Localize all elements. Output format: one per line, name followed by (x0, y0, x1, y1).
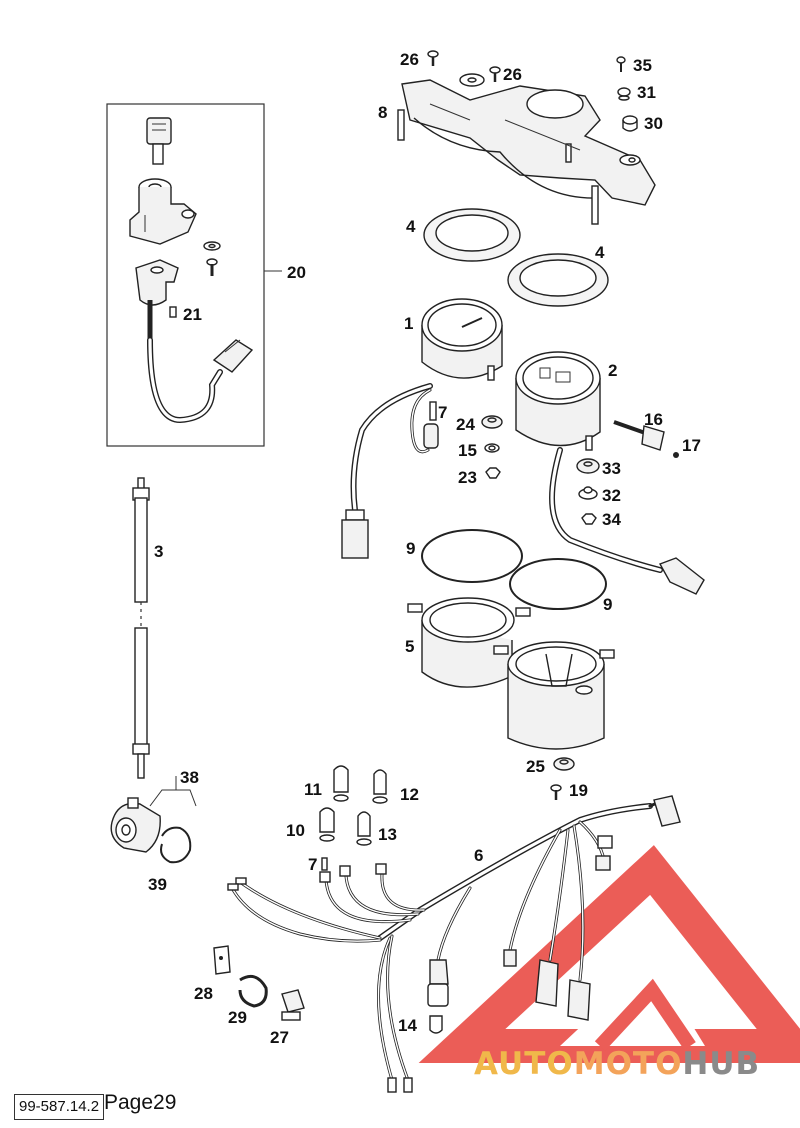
washer-screw-icon (203, 241, 221, 276)
relay-icon (281, 989, 305, 1021)
callout-30: 30 (644, 114, 663, 133)
callout-8: 8 (378, 103, 387, 122)
callout-1: 1 (404, 314, 413, 333)
bulb-socket-icon (423, 401, 439, 449)
connector-plug-icon (212, 339, 254, 373)
circlip-ring-icon (160, 826, 192, 864)
callout-26: 26 (400, 50, 419, 69)
callout-15: 15 (458, 441, 477, 460)
o-ring-icon (421, 529, 607, 610)
instrument-cover-icon (397, 73, 656, 225)
connector-plug-icon (658, 557, 705, 595)
connector-plug-icon (227, 795, 681, 1093)
watermark-logo-icon (418, 845, 800, 1063)
grommet-screw-icon (550, 757, 575, 800)
page-label: Page29 (104, 1091, 177, 1114)
callout-4: 4 (406, 217, 416, 236)
callout-6: 6 (474, 846, 483, 865)
callout-5: 5 (405, 637, 414, 656)
callout-10: 10 (286, 821, 305, 840)
callout-17: 17 (682, 436, 701, 455)
callout-3: 3 (154, 542, 163, 561)
callout-26-second: 26 (503, 65, 522, 84)
callout-14: 14 (398, 1016, 417, 1035)
bracket-icon (213, 945, 231, 975)
rubber-grommet-icon (481, 415, 503, 479)
bulb-socket-icon (427, 959, 449, 1034)
callout-29: 29 (228, 1008, 247, 1027)
watermark-part-moto: MOTO (573, 1046, 683, 1082)
callout-27: 27 (270, 1028, 289, 1047)
screw-icon (427, 50, 501, 82)
callout-9: 9 (406, 539, 415, 558)
callout-9-second: 9 (603, 595, 612, 614)
callout-28: 28 (194, 984, 213, 1003)
callout-11: 11 (304, 780, 322, 799)
cable-clip-icon (238, 974, 268, 1008)
callout-12: 12 (400, 785, 419, 804)
callout-7: 7 (438, 403, 447, 422)
callout-21: 21 (183, 305, 202, 324)
ignition-group-frame (106, 103, 265, 447)
callout-33: 33 (602, 459, 621, 478)
callout-39: 39 (148, 875, 167, 894)
tachometer-gauge-icon (515, 351, 601, 451)
callout-7-second: 7 (308, 855, 317, 874)
callout-20: 20 (287, 263, 306, 282)
callout-13: 13 (378, 825, 397, 844)
callout-24: 24 (456, 415, 475, 434)
callout-23: 23 (458, 468, 477, 487)
callout-4-second: 4 (595, 243, 605, 262)
speedo-cable-icon (132, 477, 150, 779)
ignition-switch-body-icon (135, 259, 179, 340)
watermark-wordmark: AUTOMOTOHUB (474, 1046, 760, 1082)
bulb-icon (319, 765, 388, 871)
callout-31: 31 (637, 83, 656, 102)
callout-25: 25 (526, 757, 545, 776)
callout-38: 38 (180, 768, 199, 787)
watermark-part-auto: AUTO (474, 1046, 574, 1082)
ignition-lock-icon (129, 178, 197, 245)
callout-2: 2 (608, 361, 617, 380)
callout-16: 16 (644, 410, 663, 429)
small-fastener-icon (616, 56, 638, 132)
callout-19: 19 (569, 781, 588, 800)
speedometer-gauge-icon (421, 298, 503, 381)
indicator-bulb-icon (613, 420, 679, 458)
document-reference: 99-587.14.2 (14, 1094, 105, 1120)
callout-35: 35 (633, 56, 652, 75)
rubber-grommet-icon (576, 458, 600, 525)
connector-plug-icon (341, 509, 369, 559)
ignition-key-icon (146, 117, 172, 165)
watermark-part-hub: HUB (682, 1046, 761, 1082)
rubber-ring-icon (423, 208, 609, 307)
callout-32: 32 (602, 486, 621, 505)
callout-34: 34 (602, 510, 621, 529)
speedo-drive-icon (110, 797, 161, 853)
gauge-housing-icon (407, 597, 615, 750)
